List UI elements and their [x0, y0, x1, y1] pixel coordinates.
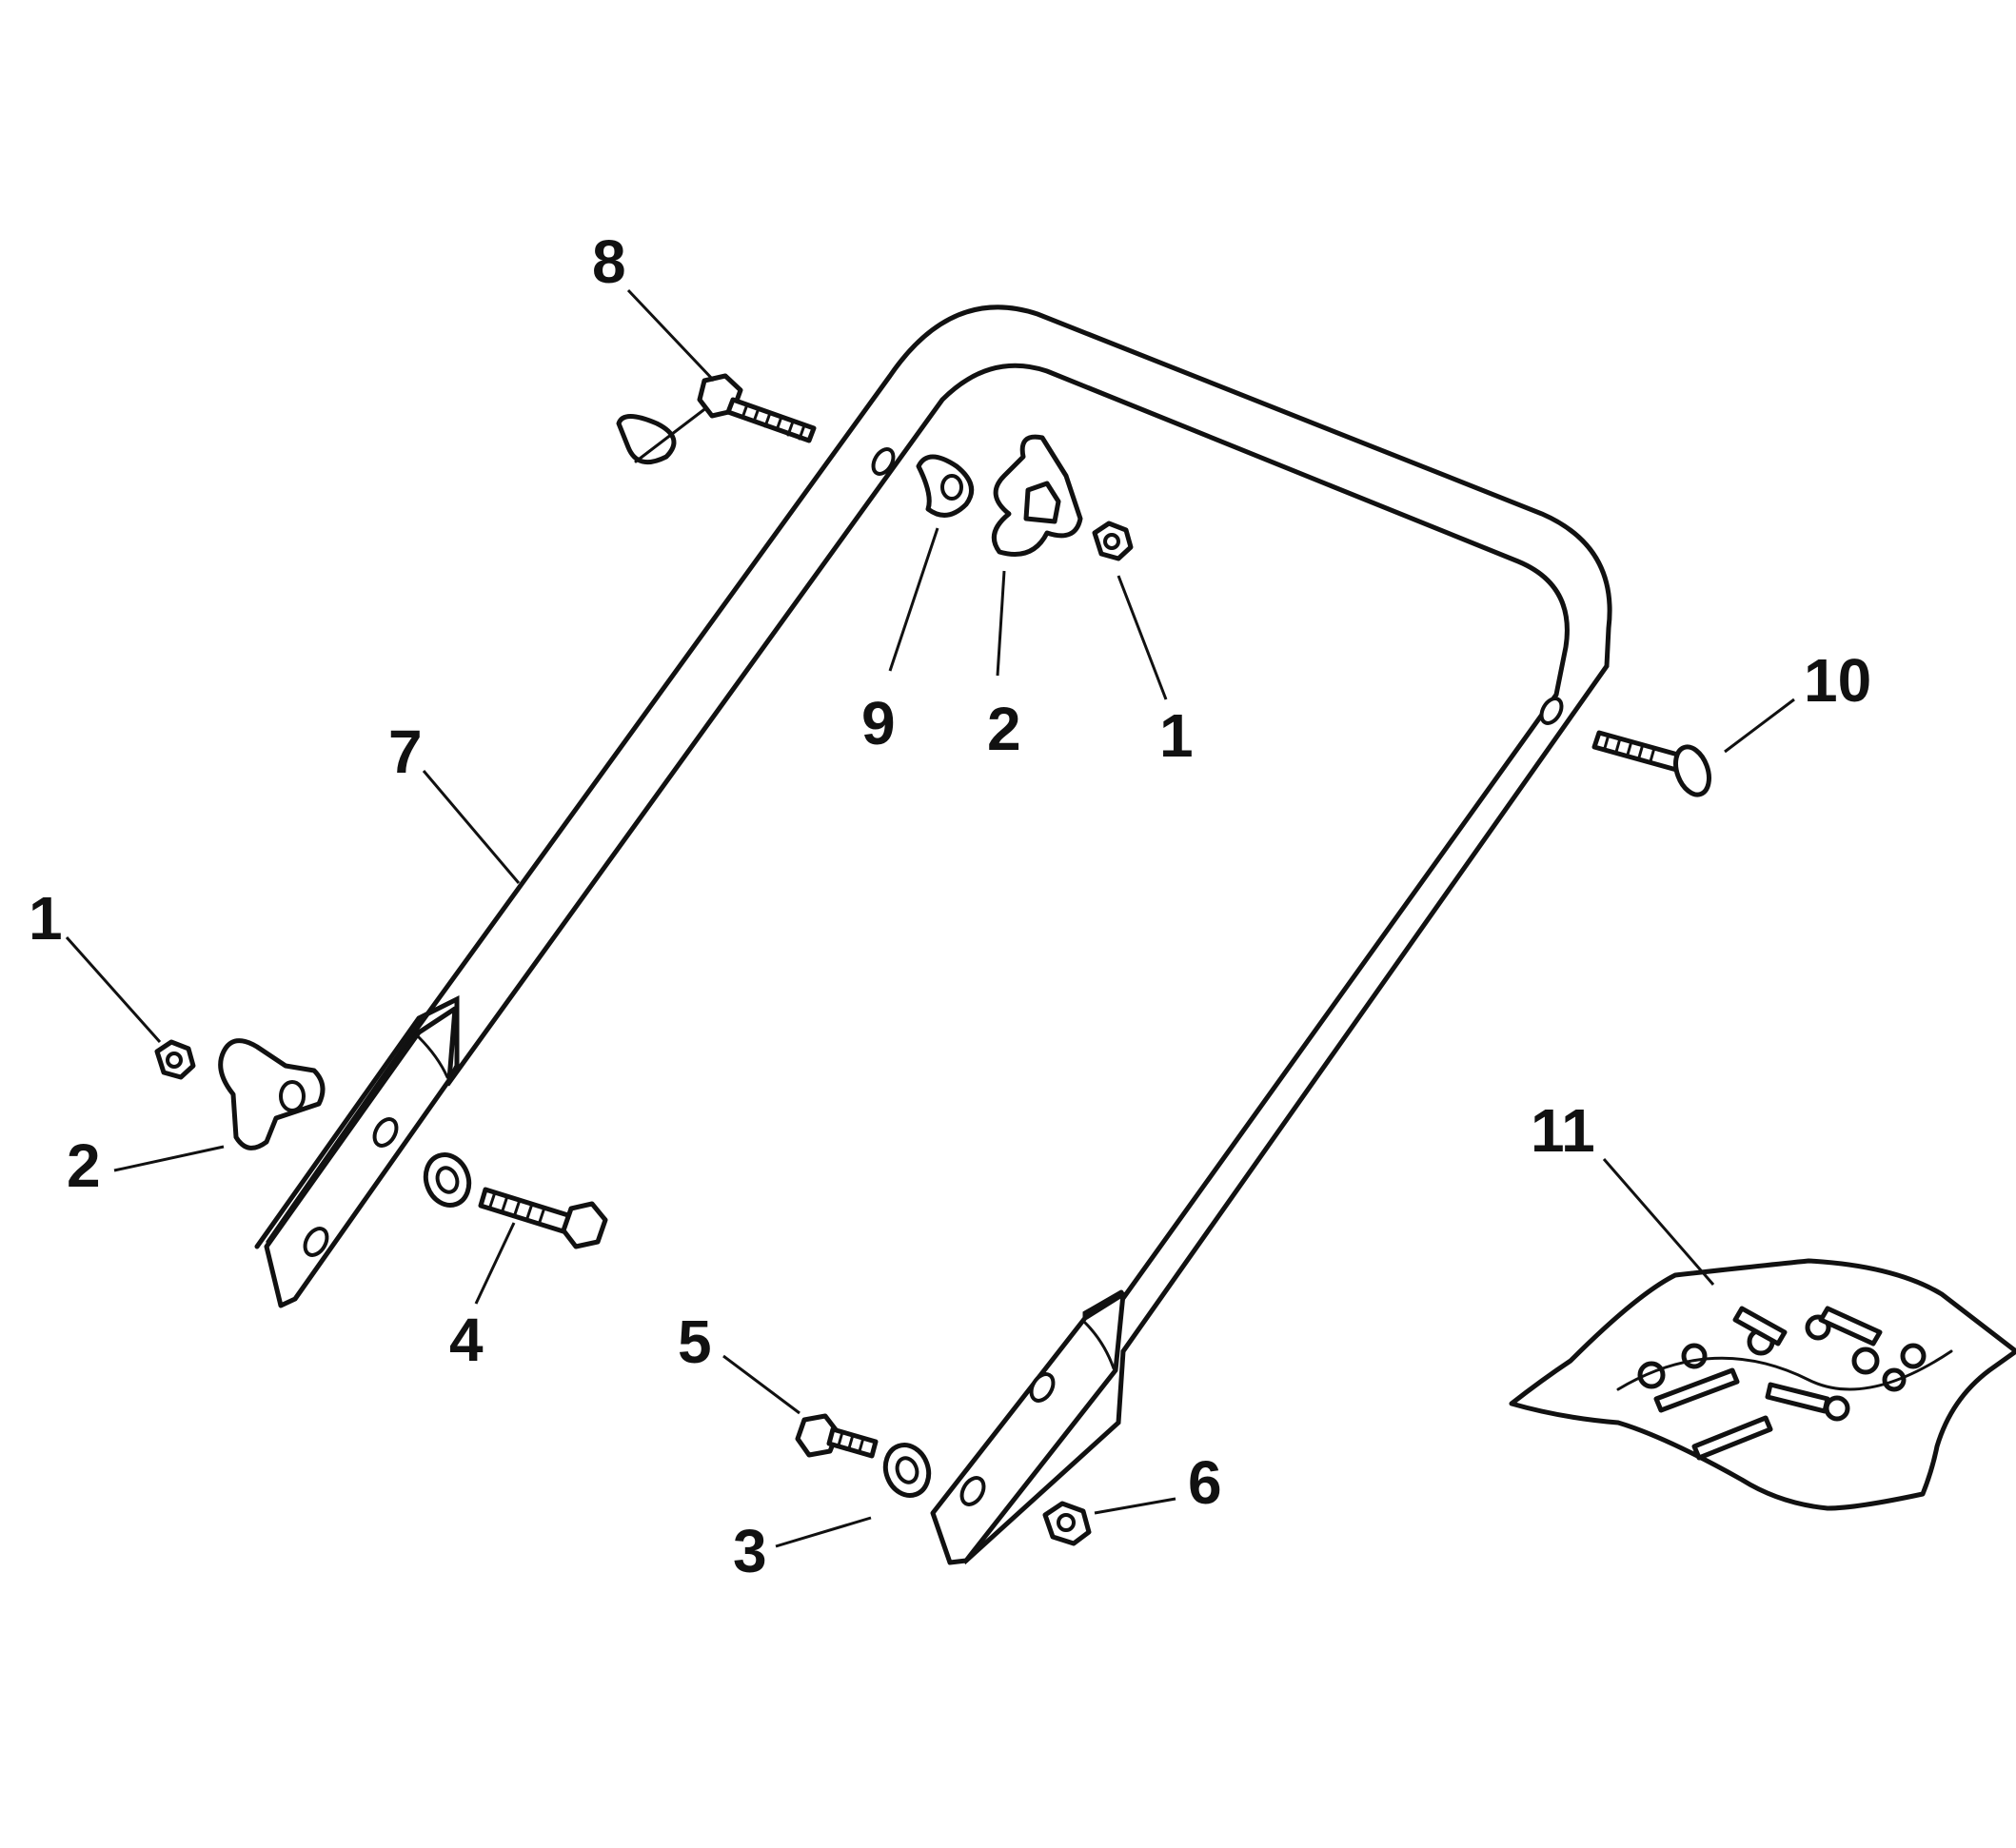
callout-1: 1 [1159, 701, 1194, 770]
callout-7: 7 [388, 718, 423, 786]
callout-8: 8 [592, 227, 626, 296]
leader-11 [1602, 1158, 1715, 1286]
leader-1a [1117, 575, 1168, 700]
leader-2b [113, 1145, 225, 1172]
leader-5 [722, 1354, 800, 1415]
star-knob-icon [991, 434, 1083, 557]
hex-bolt-icon [423, 1152, 608, 1249]
leader-10 [1724, 698, 1795, 754]
star-knob-icon [218, 1038, 326, 1150]
callout-4: 4 [449, 1306, 484, 1374]
cable-guide-screw-icon [616, 373, 817, 465]
leader-lines [65, 288, 1795, 1548]
leader-8 [626, 288, 716, 383]
leader-1b [65, 936, 162, 1043]
hex-nut-icon [154, 1039, 196, 1080]
callout-9: 9 [861, 689, 896, 757]
callout-2: 2 [67, 1131, 101, 1200]
leader-6 [1094, 1497, 1176, 1515]
handle-bar-icon [254, 305, 1612, 1565]
callout-labels: 8 9 2 1 10 7 1 2 4 5 3 6 11 [29, 227, 1871, 1585]
leader-9 [888, 527, 939, 672]
spacer-icon [916, 454, 975, 518]
carriage-bolt-icon [1591, 730, 1711, 797]
leader-3 [775, 1516, 872, 1548]
callout-10: 10 [1804, 646, 1871, 715]
callout-1: 1 [29, 884, 63, 953]
washer-icon [882, 1443, 932, 1498]
leader-7 [422, 770, 521, 884]
callout-3: 3 [733, 1517, 767, 1585]
leader-2a [996, 570, 1006, 677]
hex-nut-icon [1092, 521, 1134, 561]
short-bolt-icon [795, 1413, 879, 1459]
leader-4 [474, 1222, 516, 1305]
lock-nut-icon [1042, 1501, 1092, 1546]
callout-6: 6 [1188, 1448, 1222, 1517]
callout-11: 11 [1531, 1096, 1595, 1165]
hardware-bag-icon [1509, 1258, 2016, 1511]
callout-2: 2 [987, 695, 1021, 763]
callout-5: 5 [678, 1307, 712, 1376]
